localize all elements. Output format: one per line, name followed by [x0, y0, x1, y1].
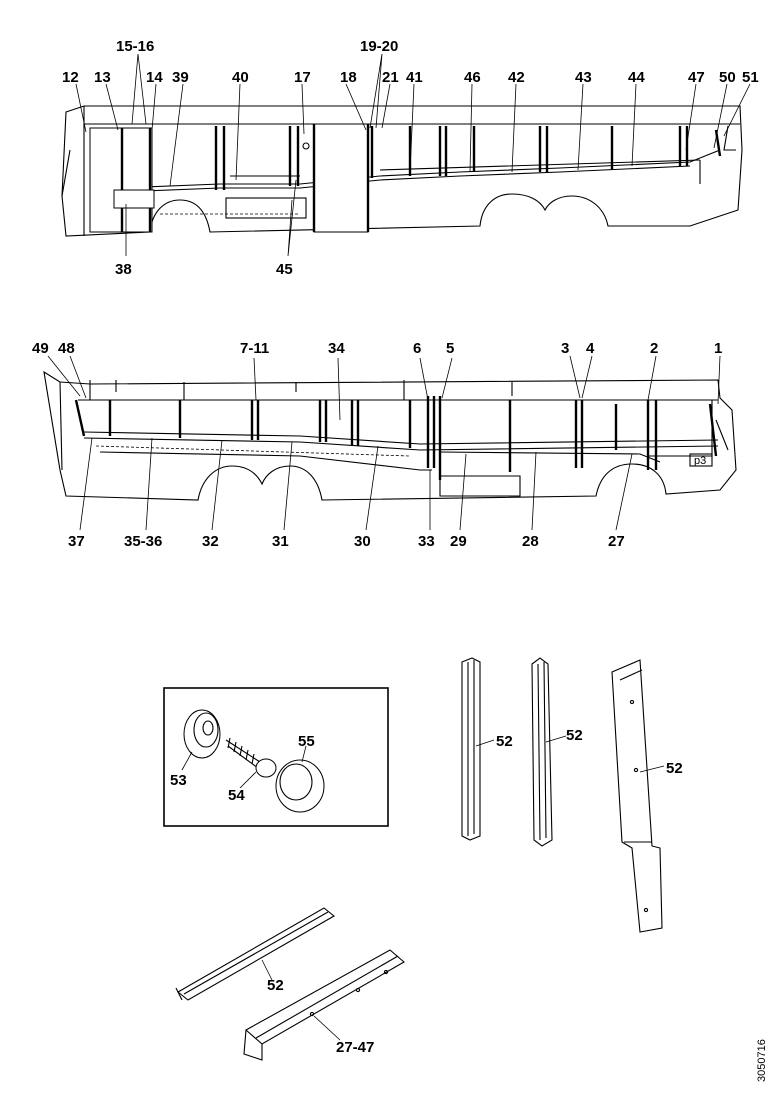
label-14: 14 [146, 69, 163, 86]
label-53: 53 [170, 772, 187, 789]
label-34: 34 [328, 340, 345, 357]
label-52-a: 52 [496, 733, 513, 750]
top-view-leaders [75, 53, 751, 257]
detail-box-text: p3 [694, 455, 706, 467]
middle-labels-below: 37 35-36 32 31 30 33 29 28 27 [68, 533, 625, 550]
middle-labels-above: 49 48 7-11 34 6 5 3 4 2 1 [32, 340, 722, 357]
label-44: 44 [628, 69, 645, 86]
label-32: 32 [202, 533, 219, 550]
profile-strip-5 [243, 949, 405, 1061]
label-37: 37 [68, 533, 85, 550]
document-id: 3050716 [756, 1039, 768, 1082]
label-46: 46 [464, 69, 481, 86]
label-12: 12 [62, 69, 79, 86]
label-18: 18 [340, 69, 357, 86]
detail-labels: 53 54 55 52 52 52 52 27-47 [170, 727, 683, 1056]
top-pillars [214, 126, 722, 190]
label-15-16: 15-16 [116, 38, 154, 55]
label-33: 33 [418, 533, 435, 550]
label-30: 30 [354, 533, 371, 550]
middle-pillars [74, 396, 618, 480]
label-19-20: 19-20 [360, 38, 398, 55]
label-39: 39 [172, 69, 189, 86]
label-4: 4 [586, 340, 595, 357]
top-bus-body-view [61, 105, 743, 237]
fastener-detail-box [163, 687, 389, 827]
label-27: 27 [608, 533, 625, 550]
label-7-11: 7-11 [240, 340, 269, 357]
label-3: 3 [561, 340, 569, 357]
label-38: 38 [115, 261, 132, 278]
label-29: 29 [450, 533, 467, 550]
label-55: 55 [298, 733, 315, 750]
top-labels-below: 38 45 [115, 261, 293, 278]
label-52-c: 52 [666, 760, 683, 777]
label-51: 51 [742, 69, 759, 86]
profile-strip-4 [175, 907, 335, 1001]
label-48: 48 [58, 340, 75, 357]
label-21: 21 [382, 69, 399, 86]
label-13: 13 [94, 69, 111, 86]
label-31: 31 [272, 533, 289, 550]
profile-strip-2 [531, 657, 567, 847]
middle-view-leaders [47, 355, 721, 531]
label-28: 28 [522, 533, 539, 550]
label-5: 5 [446, 340, 454, 357]
label-49: 49 [32, 340, 49, 357]
label-52-d: 52 [267, 977, 284, 994]
top-labels-above: 12 13 15-16 14 39 40 17 18 19-20 21 41 4… [62, 38, 759, 86]
middle-bus-body-view: p3 [43, 370, 737, 501]
label-54: 54 [228, 787, 245, 804]
label-17: 17 [294, 69, 311, 86]
label-52-b: 52 [566, 727, 583, 744]
label-6: 6 [413, 340, 421, 357]
label-45: 45 [276, 261, 293, 278]
label-42: 42 [508, 69, 525, 86]
profile-strip-3 [611, 659, 665, 933]
label-47: 47 [688, 69, 705, 86]
label-27-47: 27-47 [336, 1039, 374, 1056]
label-50: 50 [719, 69, 736, 86]
label-40: 40 [232, 69, 249, 86]
label-2: 2 [650, 340, 658, 357]
label-41: 41 [406, 69, 423, 86]
label-1: 1 [714, 340, 722, 357]
label-43: 43 [575, 69, 592, 86]
label-35-36: 35-36 [124, 533, 162, 550]
profile-strip-1 [461, 657, 495, 841]
